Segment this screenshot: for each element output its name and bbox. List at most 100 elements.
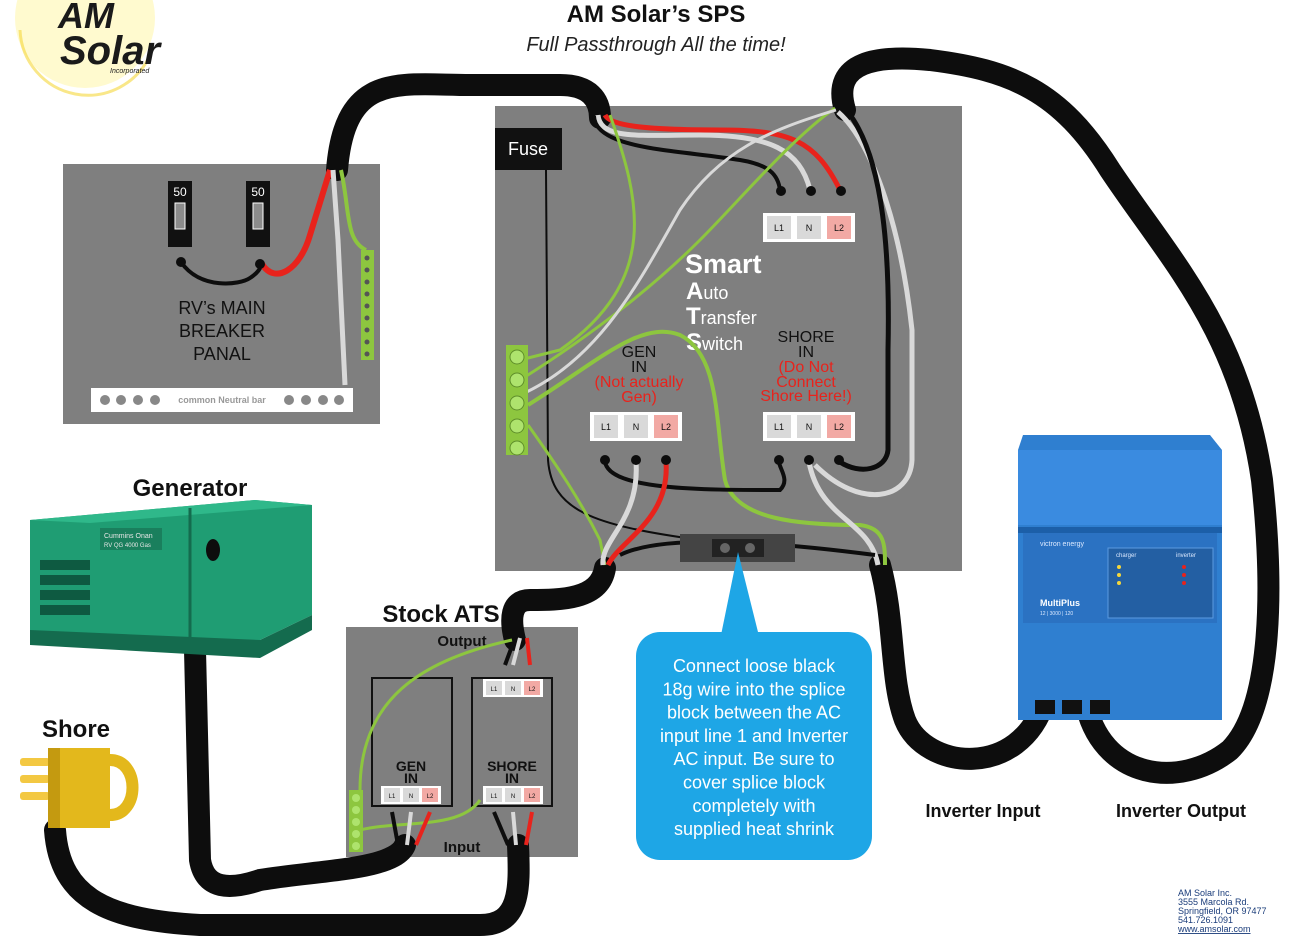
breaker-right: 50 bbox=[246, 181, 270, 247]
stock-ats-title: Stock ATS bbox=[382, 601, 499, 628]
ats-shore-l1: L1 bbox=[491, 794, 498, 800]
neutral-bar: common Neutral bar bbox=[91, 388, 353, 412]
generator-image: Cummins Onan RV QG 4000 Gas bbox=[30, 500, 312, 658]
breaker-right-rating: 50 bbox=[251, 185, 265, 199]
sps-out-l2: L2 bbox=[834, 223, 844, 233]
breaker-panel-label-2: BREAKER bbox=[179, 321, 265, 341]
inverter-input-label: Inverter Input bbox=[925, 801, 1040, 821]
sps-shore-note-2: Connect bbox=[776, 374, 836, 391]
footer-street: 3555 Marcola Rd. bbox=[1178, 897, 1249, 907]
sps-shore-label-2: IN bbox=[798, 344, 814, 361]
logo-line2: Solar bbox=[60, 29, 162, 73]
footer-city: Springfield, OR 97477 bbox=[1178, 906, 1267, 916]
sps-ground-block bbox=[506, 345, 528, 456]
stock-ats-output-label: Output bbox=[437, 633, 486, 650]
acronym-t: T bbox=[686, 303, 701, 330]
page-subtitle: Full Passthrough All the time! bbox=[526, 34, 786, 56]
callout-line: 18g wire into the splice bbox=[662, 679, 845, 699]
sps-gen-note-2: Gen) bbox=[621, 389, 657, 406]
acronym-a-rest: uto bbox=[703, 283, 728, 303]
ats-shore-box bbox=[471, 677, 553, 807]
ats-gen-label-2: IN bbox=[404, 770, 418, 786]
shore-label: Shore bbox=[42, 716, 110, 743]
ats-out-l2: L2 bbox=[529, 687, 536, 693]
ats-shore-label-2: IN bbox=[505, 770, 519, 786]
breaker-left: 50 bbox=[168, 181, 192, 247]
sps-gen-label-1: GEN bbox=[622, 344, 657, 361]
sps-out-l1: L1 bbox=[774, 223, 784, 233]
smart-title: Smart bbox=[685, 249, 762, 279]
shore-plug-image bbox=[20, 748, 139, 828]
ats-out-l1: L1 bbox=[491, 687, 498, 693]
svg-text:Transfer: Transfer bbox=[686, 303, 757, 330]
callout-line: supplied heat shrink bbox=[674, 819, 835, 839]
footer-web[interactable]: www.amsolar.com bbox=[1177, 924, 1251, 934]
company-footer: AM Solar Inc. 3555 Marcola Rd. Springfie… bbox=[1177, 888, 1267, 934]
sps-gen-l2: L2 bbox=[661, 422, 671, 432]
fuse-block: Fuse bbox=[495, 128, 562, 170]
generator-brand: Cummins Onan bbox=[104, 533, 153, 540]
callout-line: input line 1 and Inverter bbox=[660, 726, 848, 746]
ats-gen-terminals: L1 N L2 bbox=[381, 786, 441, 804]
main-cables bbox=[44, 47, 1280, 936]
ats-shore-l2: L2 bbox=[529, 794, 536, 800]
ats-out-n: N bbox=[511, 687, 515, 693]
sps-gen-n: N bbox=[633, 422, 640, 432]
stock-ats-input-label: Input bbox=[444, 839, 481, 856]
callout-line: AC input. Be sure to bbox=[673, 749, 834, 769]
ats-ground-block bbox=[349, 790, 363, 852]
ats-gen-l2: L2 bbox=[427, 794, 434, 800]
generator-label: Generator bbox=[133, 475, 248, 502]
footer-phone: 541.726.1091 bbox=[1178, 915, 1233, 925]
page-title: AM Solar’s SPS bbox=[567, 1, 746, 28]
inverter-brand: victron energy bbox=[1040, 541, 1084, 548]
sps-shore-terminals: L1 N L2 bbox=[763, 412, 855, 441]
inverter-model-detail: 12 | 3000 | 120 bbox=[1040, 611, 1073, 617]
callout-line: block between the AC bbox=[667, 703, 841, 723]
generator-model: RV QG 4000 Gas bbox=[104, 543, 151, 549]
callout-text: Connect loose black 18g wire into the spl… bbox=[660, 656, 848, 839]
inverter-section-inverter: inverter bbox=[1176, 553, 1196, 559]
acronym-t-rest: ransfer bbox=[701, 308, 757, 328]
logo-line1: AM bbox=[57, 0, 115, 36]
sps-shore-note-3: Shore Here!) bbox=[760, 388, 852, 405]
am-solar-logo: AM Solar Incorporated bbox=[15, 0, 162, 97]
callout-line: Connect loose black bbox=[673, 656, 836, 676]
svg-text:Auto: Auto bbox=[686, 278, 728, 305]
sps-gen-label-2: IN bbox=[631, 359, 647, 376]
ats-output-terminals: L1 N L2 bbox=[483, 679, 543, 697]
breaker-left-rating: 50 bbox=[173, 185, 187, 199]
ats-gen-l1: L1 bbox=[389, 794, 396, 800]
acronym-s-rest: witch bbox=[701, 334, 743, 354]
sps-output-terminals: L1 N L2 bbox=[763, 186, 855, 242]
footer-company: AM Solar Inc. bbox=[1178, 888, 1232, 898]
svg-text:Switch: Switch bbox=[686, 329, 743, 356]
callout-line: cover splice block bbox=[683, 773, 826, 793]
ats-gen-label-1: GEN bbox=[396, 758, 426, 774]
breaker-panel-label-3: PANAL bbox=[193, 344, 251, 364]
inverter-section-charger: charger bbox=[1116, 553, 1136, 559]
breaker-panel-label-1: RV’s MAIN bbox=[178, 298, 265, 318]
sps-gen-terminals: L1 N L2 bbox=[590, 412, 682, 441]
inverter-output-label: Inverter Output bbox=[1116, 801, 1246, 821]
sps-out-n: N bbox=[806, 223, 813, 233]
breaker-panel bbox=[63, 164, 380, 424]
sps-shore-note-1: (Do Not bbox=[778, 359, 834, 376]
inverter-image: victron energy charger inverter MultiPlu… bbox=[1018, 435, 1222, 720]
sps-shore-l1: L1 bbox=[774, 422, 784, 432]
sps-shore-label-1: SHORE bbox=[778, 329, 835, 346]
sps-shore-n: N bbox=[806, 422, 813, 432]
ats-shore-label-1: SHORE bbox=[487, 758, 537, 774]
acronym-a: A bbox=[686, 278, 703, 305]
sps-gen-note-1: (Not actually bbox=[595, 374, 684, 391]
splice-callout: Connect loose black 18g wire into the spl… bbox=[636, 552, 872, 860]
stock-ats-box bbox=[346, 627, 578, 857]
inverter-model: MultiPlus bbox=[1040, 598, 1080, 608]
ats-shore-terminals: L1 N L2 bbox=[483, 786, 543, 804]
fuse-label: Fuse bbox=[508, 139, 548, 159]
callout-line: completely with bbox=[692, 796, 815, 816]
ats-gen-box bbox=[371, 677, 453, 807]
sps-shore-l2: L2 bbox=[834, 422, 844, 432]
ats-gen-n: N bbox=[409, 794, 413, 800]
